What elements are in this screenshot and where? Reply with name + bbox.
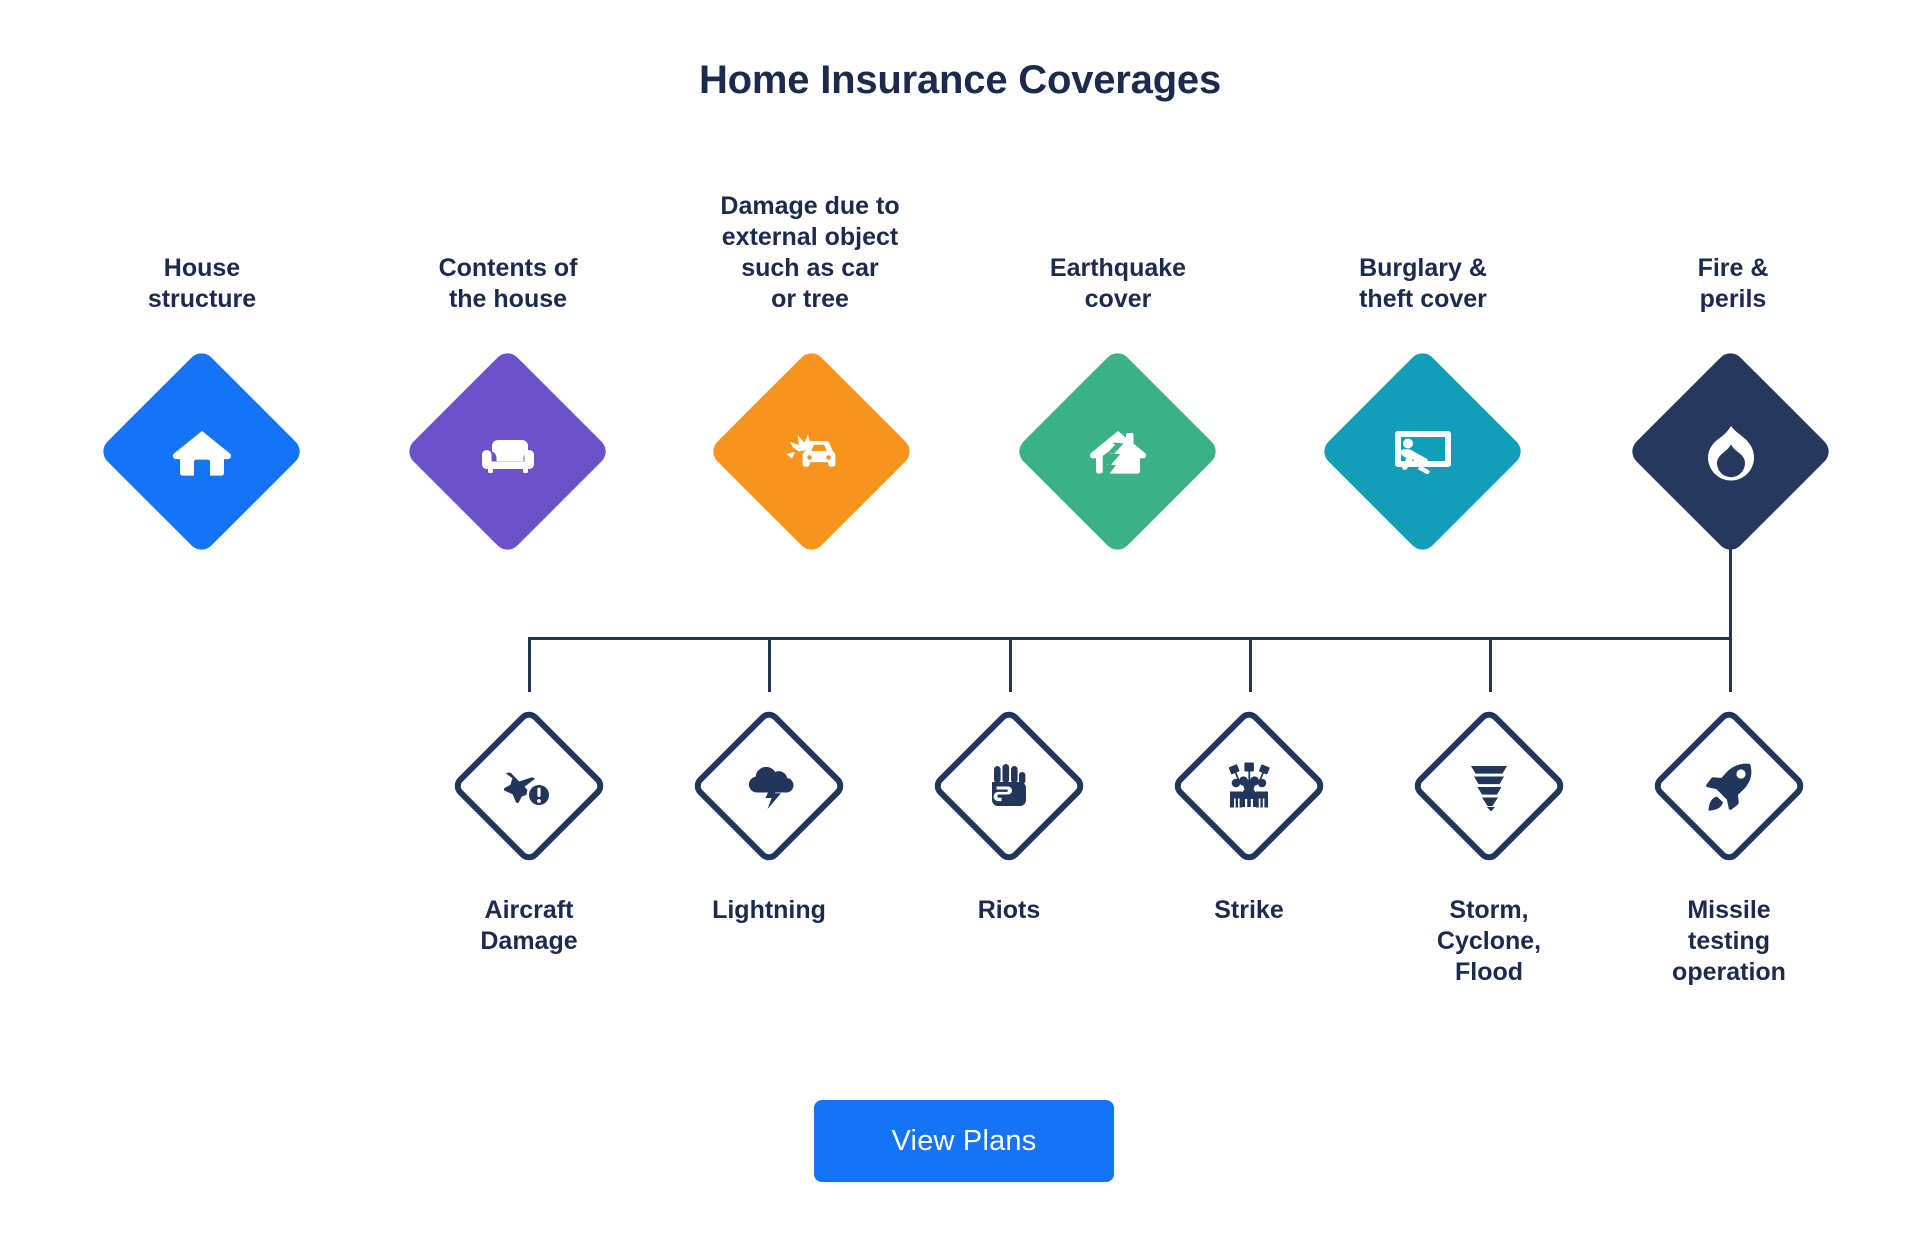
sofa-icon [434,378,581,525]
raised-fist-icon [959,736,1059,836]
airplane-alert-icon [479,736,579,836]
view-plans-button[interactable]: View Plans [814,1100,1114,1182]
cracked-house-icon [1044,378,1191,525]
connector-drop-1 [768,637,771,692]
coverage-tile-house-structure[interactable] [97,347,306,556]
burglar-window-icon [1349,378,1496,525]
connector-drop-0 [528,637,531,692]
rocket-icon [1679,736,1779,836]
coverage-tile-external-object-damage[interactable] [707,347,916,556]
top-label-wrap-5: Fire &perils [1583,170,1883,315]
peril-tile-riots[interactable] [929,706,1089,866]
coverage-tile-contents-of-house[interactable] [403,347,612,556]
house-icon [128,378,275,525]
peril-tile-storm-cyclone-flood[interactable] [1409,706,1569,866]
connector-drop-2 [1009,637,1012,692]
connector-horizontal [528,637,1732,640]
peril-tile-lightning[interactable] [689,706,849,866]
storm-lightning-icon [719,736,819,836]
bottom-label-riots: Riots [977,896,1041,924]
page-title: Home Insurance Coverages [698,58,1222,102]
bottom-label-strike: Strike [1214,896,1284,924]
connector-drop-4 [1489,637,1492,692]
top-label-burglary-theft-cover: Burglary &theft cover [1359,254,1487,313]
top-label-wrap-4: Burglary &theft cover [1273,170,1573,315]
bottom-label-lightning: Lightning [712,896,826,924]
tornado-icon [1439,736,1539,836]
peril-tile-missile-testing-operation[interactable] [1649,706,1809,866]
coverage-tile-fire-perils[interactable] [1626,347,1835,556]
protest-crowd-icon [1199,736,1299,836]
flame-icon [1657,378,1804,525]
coverage-tile-earthquake-cover[interactable] [1013,347,1222,556]
bottom-label-storm-cyclone-flood: Storm,Cyclone,Flood [1436,896,1542,986]
peril-tile-strike[interactable] [1169,706,1329,866]
connector-drop-3 [1249,637,1252,692]
car-crash-icon [738,378,885,525]
top-label-fire-perils: Fire &perils [1697,254,1769,313]
peril-tile-aircraft-damage[interactable] [449,706,609,866]
connector-riser-fire [1729,540,1732,640]
connector-drop-5 [1729,637,1732,692]
coverage-tile-burglary-theft-cover[interactable] [1318,347,1527,556]
